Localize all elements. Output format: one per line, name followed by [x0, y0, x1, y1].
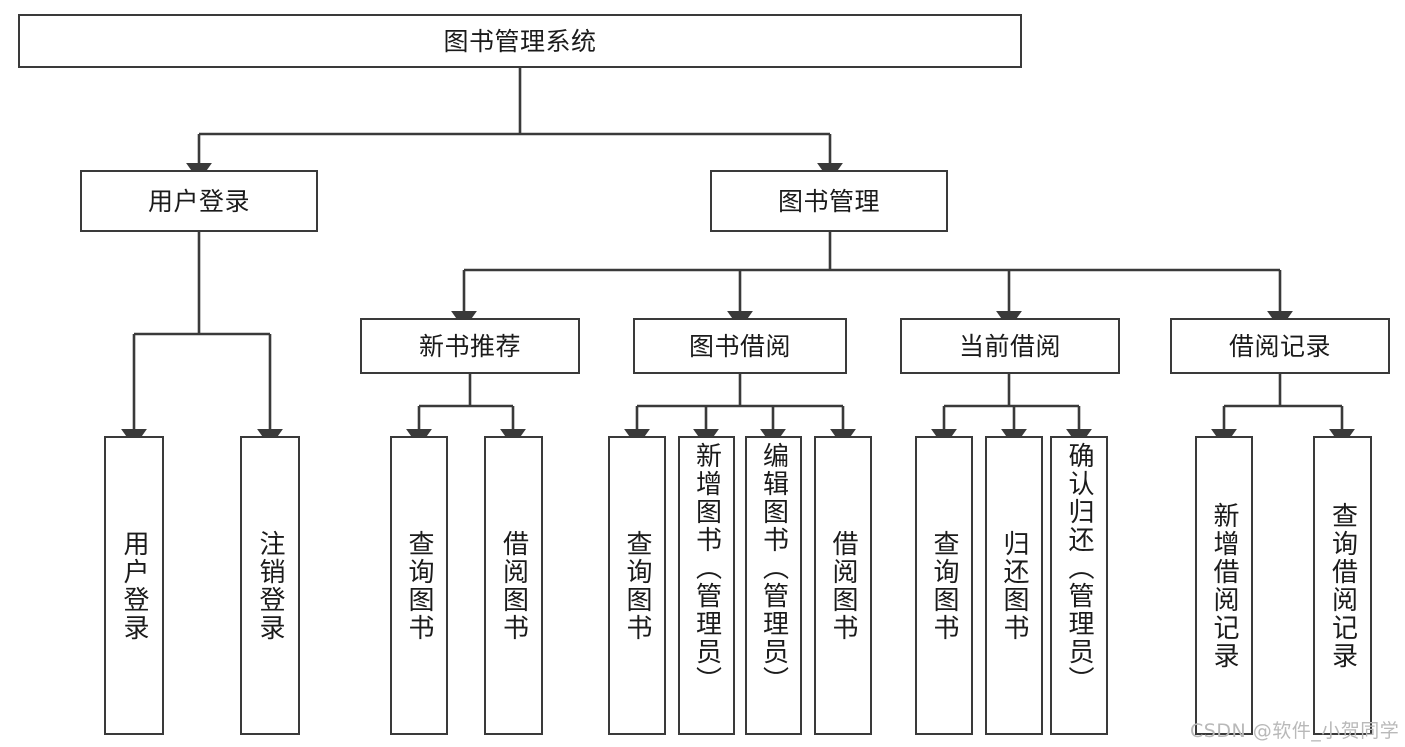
node-borrow-record-label: 借阅记录 [1228, 331, 1331, 361]
leaf-node-label: 用户登录 [119, 529, 149, 642]
leaf-node-label: 查询图书 [929, 529, 959, 642]
node-current-borrow-label: 当前借阅 [958, 331, 1061, 361]
node-user-login[interactable]: 用户登录 [80, 170, 318, 232]
leaf-node-label: 新增图书（管理员） [691, 442, 722, 694]
node-book-borrow-label: 图书借阅 [688, 331, 791, 361]
leaf-node-label: 编辑图书（管理员） [758, 442, 789, 694]
node-current-borrow[interactable]: 当前借阅 [900, 318, 1120, 374]
leaf-node-label: 借阅图书 [498, 529, 529, 642]
leaf-node-label: 注销登录 [255, 529, 285, 642]
node-new-book-recommend-label: 新书推荐 [418, 331, 521, 361]
leaf-node-label: 新增借阅记录 [1209, 501, 1239, 670]
leaf-node[interactable]: 确认归还（管理员） [1050, 436, 1108, 735]
leaf-node[interactable]: 借阅图书 [814, 436, 872, 735]
node-book-management-label: 图书管理 [777, 186, 880, 216]
leaf-node[interactable]: 查询图书 [915, 436, 973, 735]
leaf-node[interactable]: 新增图书（管理员） [678, 436, 735, 735]
node-root[interactable]: 图书管理系统 [18, 14, 1022, 68]
leaf-node[interactable]: 借阅图书 [484, 436, 543, 735]
leaf-node-label: 查询图书 [404, 529, 434, 642]
leaf-node[interactable]: 查询借阅记录 [1313, 436, 1372, 735]
leaf-node-label: 确认归还（管理员） [1064, 442, 1094, 694]
node-borrow-record[interactable]: 借阅记录 [1170, 318, 1390, 374]
leaf-node[interactable]: 用户登录 [104, 436, 164, 735]
node-book-management[interactable]: 图书管理 [710, 170, 948, 232]
leaf-node-label: 查询图书 [622, 529, 652, 642]
leaf-node-label: 借阅图书 [828, 529, 858, 642]
node-new-book-recommend[interactable]: 新书推荐 [360, 318, 580, 374]
node-book-borrow[interactable]: 图书借阅 [633, 318, 847, 374]
leaf-node[interactable]: 编辑图书（管理员） [745, 436, 802, 735]
leaf-node[interactable]: 新增借阅记录 [1195, 436, 1253, 735]
watermark: CSDN @软件_小贺同学 [1190, 720, 1400, 742]
leaf-node-label: 查询借阅记录 [1327, 501, 1358, 670]
node-user-login-label: 用户登录 [147, 186, 250, 216]
leaf-node[interactable]: 查询图书 [390, 436, 448, 735]
leaf-node[interactable]: 归还图书 [985, 436, 1043, 735]
leaf-node[interactable]: 注销登录 [240, 436, 300, 735]
leaf-node-label: 归还图书 [999, 529, 1029, 642]
leaf-node[interactable]: 查询图书 [608, 436, 666, 735]
node-root-label: 图书管理系统 [443, 26, 597, 56]
